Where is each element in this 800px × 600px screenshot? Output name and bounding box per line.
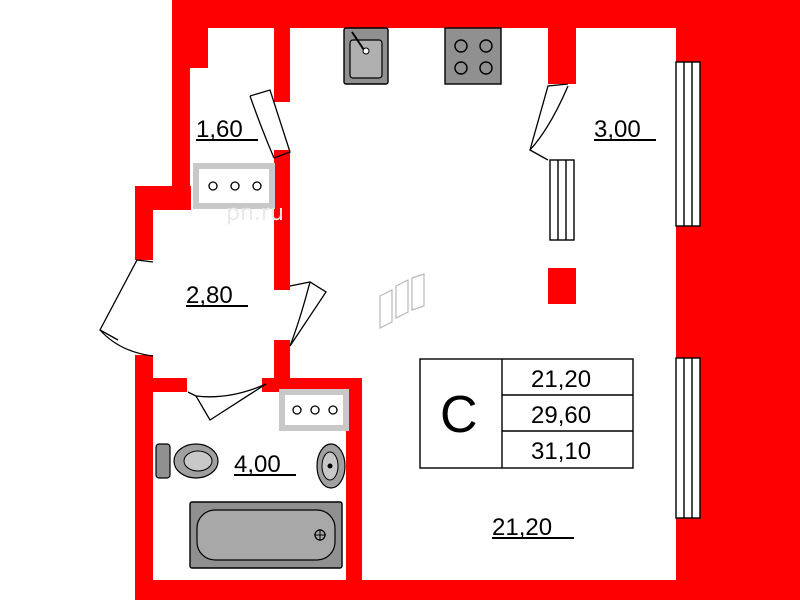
door-entrance-arc (99, 329, 154, 357)
door-balcony-arc (529, 85, 569, 151)
washbasin-icon (316, 443, 346, 489)
window-main (675, 357, 701, 519)
wall-balcony-top (548, 28, 576, 84)
wall-right (700, 0, 800, 600)
wall-left-upper (172, 0, 190, 190)
wall-bath-top-left (135, 378, 187, 392)
summary-frame (419, 358, 634, 469)
wall-corner-a (266, 378, 362, 392)
outlets-icon (193, 163, 275, 209)
room-labels: 1,60 3,00 2,80 4,00 21,20 (186, 116, 656, 541)
door-corridor-arc (249, 95, 275, 159)
windows (549, 61, 701, 519)
wall-partition-mid (274, 150, 290, 290)
interior (153, 28, 700, 580)
door-balcony (529, 83, 569, 161)
wall-left-mid-upper (135, 186, 153, 260)
door-hall-arc (289, 281, 311, 347)
wall-corner-c (548, 268, 576, 304)
wall-partition-upper (274, 28, 290, 102)
window-balcony-inner (549, 159, 575, 241)
door-hall (289, 281, 327, 347)
window-balcony (675, 61, 701, 227)
door-entrance (99, 259, 154, 341)
toilet-icon (155, 443, 219, 479)
room-label-21-20: 21,20 (492, 514, 552, 541)
door-corridor (249, 89, 291, 159)
bathtub-icon (189, 501, 343, 569)
summary-value-with-balcony: 31,10 (531, 438, 591, 465)
interior-corridor (208, 28, 274, 186)
wall-bottom (135, 580, 800, 600)
room-label-3-00: 3,00 (594, 116, 641, 143)
doors (99, 83, 569, 421)
watermark-1: pn.ru (226, 201, 284, 226)
interior-hall (153, 210, 274, 378)
summary-class-letter: С (440, 386, 478, 444)
interior-balcony (576, 28, 676, 268)
room-label-1-60: 1,60 (196, 116, 243, 143)
door-bathroom (187, 383, 267, 421)
furniture-icon (379, 273, 425, 329)
wall-left-bottom-b (135, 380, 153, 600)
summary-value-total: 29,60 (531, 402, 591, 429)
summary-table: С 21,20 29,60 31,10 (419, 358, 634, 469)
wall-left-upper-cap (190, 28, 208, 68)
summary-value-living: 21,20 (531, 366, 591, 393)
wall-corner-b (346, 392, 362, 580)
stove-icon (444, 27, 502, 85)
interior-corridor-upper (190, 68, 208, 186)
outlets-bath-icon (279, 389, 349, 431)
room-label-2-80: 2,80 (186, 282, 233, 309)
room-label-4-00: 4,00 (234, 451, 281, 478)
wall-partition-low (274, 340, 290, 380)
door-bathroom-arc (195, 383, 267, 398)
sink-icon (343, 27, 389, 85)
